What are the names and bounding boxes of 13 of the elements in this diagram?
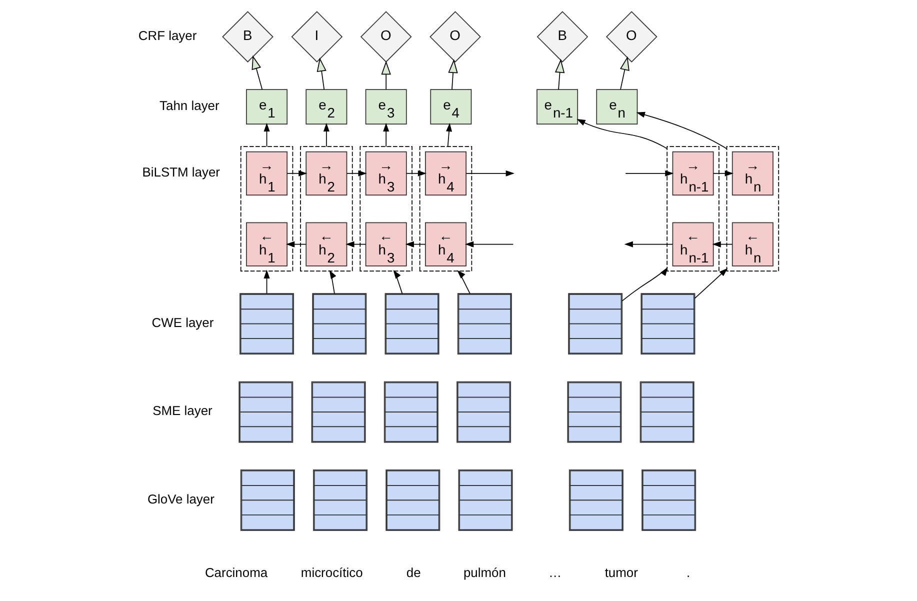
label: pulmón	[463, 564, 506, 580]
label: CRF layer	[138, 28, 197, 43]
label: BiLSTM layer	[142, 164, 220, 180]
label: …	[548, 564, 562, 580]
label: microcítico	[300, 564, 363, 580]
label: CWE layer	[152, 314, 214, 330]
label: .	[686, 564, 690, 580]
label: SME layer	[152, 403, 212, 418]
label: tumor	[604, 564, 638, 580]
label: GloVe layer	[147, 491, 214, 506]
label: de	[406, 564, 421, 580]
label: Tahn layer	[160, 98, 220, 113]
label: Carcinoma	[204, 564, 268, 580]
